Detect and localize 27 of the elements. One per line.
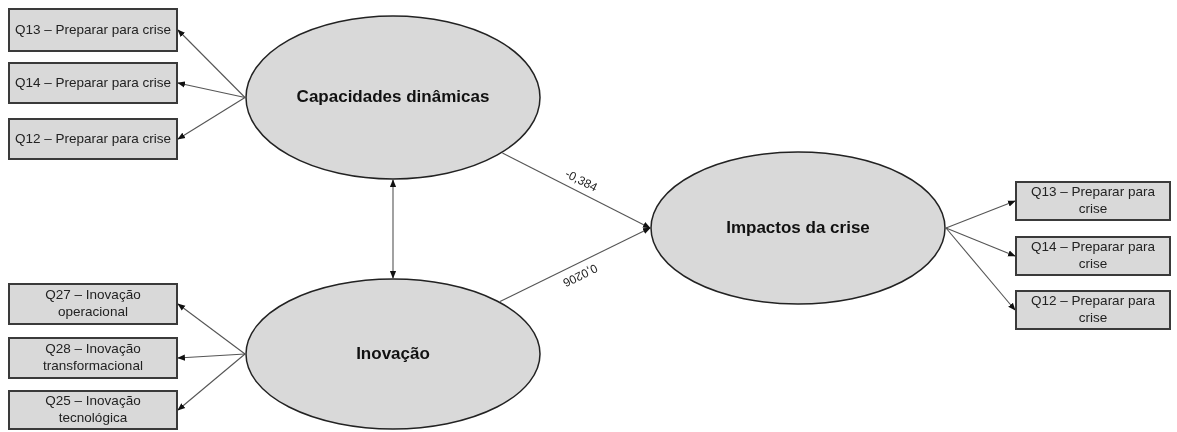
construct-label: Impactos da crise [726, 216, 870, 239]
indicator-box: Q12 – Preparar para crise [8, 118, 178, 160]
arrow [177, 96, 246, 140]
arrow [945, 227, 1016, 257]
arrow [945, 200, 1016, 229]
latent-variable-ellipse [245, 15, 541, 180]
arrow [177, 29, 246, 99]
construct-label: Inovação [356, 342, 430, 365]
arrow [501, 152, 651, 229]
arrow [945, 227, 1016, 311]
indicator-box: Q25 – Inovação tecnológica [8, 390, 178, 430]
indicator-box: Q27 – Inovação operacional [8, 283, 178, 325]
construct-label: Capacidades dinâmicas [296, 86, 490, 109]
indicator-box: Q14 – Preparar para crise [1015, 236, 1171, 276]
indicator-box: Q13 – Preparar para crise [1015, 181, 1171, 221]
arrow [177, 353, 246, 411]
arrow [177, 81, 246, 99]
indicator-box: Q12 – Preparar para crise [1015, 290, 1171, 330]
latent-variable-ellipse [245, 278, 541, 430]
latent-variable-ellipse [650, 151, 946, 305]
indicator-box: Q13 – Preparar para crise [8, 8, 178, 52]
indicator-box: Q14 – Preparar para crise [8, 62, 178, 104]
arrow [389, 179, 397, 279]
arrow [177, 303, 246, 355]
arrow [499, 227, 651, 303]
arrow [177, 353, 246, 361]
indicator-box: Q28 – Inovação transformacional [8, 337, 178, 379]
